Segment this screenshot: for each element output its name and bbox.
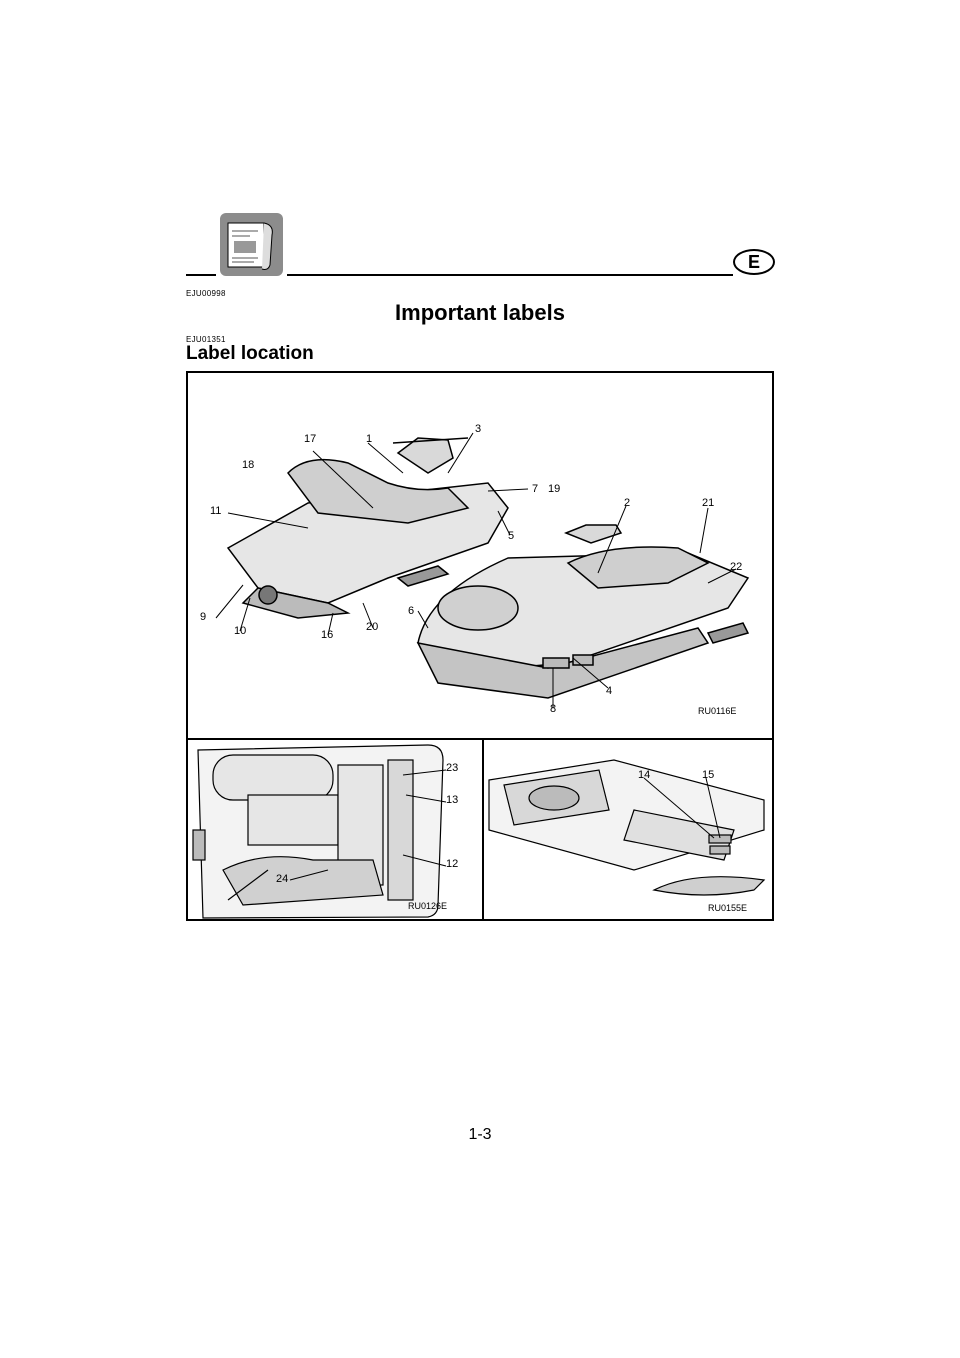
callout-21: 21: [702, 497, 715, 509]
callout-20: 20: [366, 621, 379, 633]
engine-compartment-illustration: [192, 744, 447, 919]
figure-code-main: RU0116E: [698, 706, 737, 716]
callout-7: 7: [532, 483, 539, 495]
callout-6: 6: [408, 605, 415, 617]
callout-17: 17: [304, 433, 317, 445]
storage-compartment-illustration: [488, 759, 766, 896]
page-number: 1-3: [468, 1126, 492, 1143]
callout-14: 14: [638, 769, 651, 781]
callout-5: 5: [508, 530, 515, 542]
callout-19: 19: [548, 483, 561, 495]
callout-1: 1: [366, 433, 373, 445]
callout-18: 18: [242, 459, 255, 471]
subsection-title: Label location: [186, 343, 314, 364]
language-badge: E: [733, 249, 775, 275]
figure-divider-horizontal: [188, 738, 772, 740]
callout-4: 4: [606, 685, 613, 697]
header-rule-right: [287, 274, 733, 276]
callout-2: 2: [624, 497, 631, 509]
page-title: Important labels: [395, 300, 565, 325]
header-rule-left: [186, 274, 216, 276]
callout-23: 23: [446, 762, 459, 774]
callout-3: 3: [475, 423, 482, 435]
manual-book-icon: [220, 213, 283, 276]
callout-12: 12: [446, 858, 459, 870]
callout-8: 8: [550, 703, 557, 715]
figure-code-bottom-right: RU0155E: [708, 903, 748, 913]
callout-22: 22: [730, 561, 743, 573]
section-code: EJU00998: [186, 289, 226, 298]
callout-9: 9: [200, 611, 207, 623]
callout-16: 16: [321, 629, 334, 641]
subsection-code: EJU01351: [186, 335, 226, 344]
watercraft-illustration: [215, 432, 750, 708]
figure-divider-vertical: [482, 738, 484, 919]
callout-10: 10: [234, 625, 247, 637]
label-location-figure: 1 2 3 4 5 6 7 8 9 10 11 16 17 18 19 20 2…: [186, 371, 774, 921]
callout-15: 15: [702, 769, 715, 781]
callout-11: 11: [210, 505, 222, 517]
callout-13: 13: [446, 794, 459, 806]
figure-code-bottom-left: RU0126E: [408, 901, 448, 911]
callout-24: 24: [276, 873, 289, 885]
